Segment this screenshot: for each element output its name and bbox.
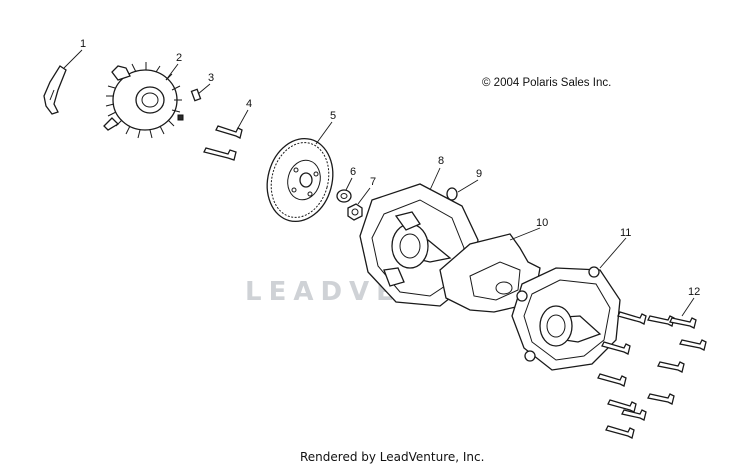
part-1-bracket: [43, 65, 67, 115]
callout-labels: 1 2 3 4 5 6 7 8 9 10 11 12: [80, 38, 700, 298]
part-3-screw: [177, 88, 202, 121]
callout-7: 7: [370, 176, 376, 188]
part-6-washer: [336, 189, 352, 203]
credit-text: Rendered by LeadVenture, Inc.: [300, 450, 484, 464]
part-9-plug: [446, 187, 458, 201]
callout-1: 1: [80, 38, 86, 50]
part-2-stator: [103, 62, 182, 139]
copyright-text: © 2004 Polaris Sales Inc.: [482, 77, 611, 89]
part-7-nut: [347, 203, 363, 221]
part-11-outer-cover: [511, 266, 621, 371]
callout-6: 6: [350, 166, 356, 178]
callout-2: 2: [176, 52, 182, 64]
callout-11: 11: [620, 227, 631, 239]
part-5-flywheel: [266, 137, 334, 223]
part-4-bolts: [203, 125, 243, 161]
callout-5: 5: [330, 110, 336, 122]
callout-9: 9: [476, 168, 482, 180]
part-12-bolts: [597, 311, 707, 439]
callout-8: 8: [438, 155, 444, 167]
callout-12: 12: [688, 286, 700, 298]
callout-4: 4: [246, 98, 252, 110]
callout-3: 3: [208, 72, 214, 84]
callout-10: 10: [536, 217, 548, 229]
leader-lines: [63, 49, 695, 317]
